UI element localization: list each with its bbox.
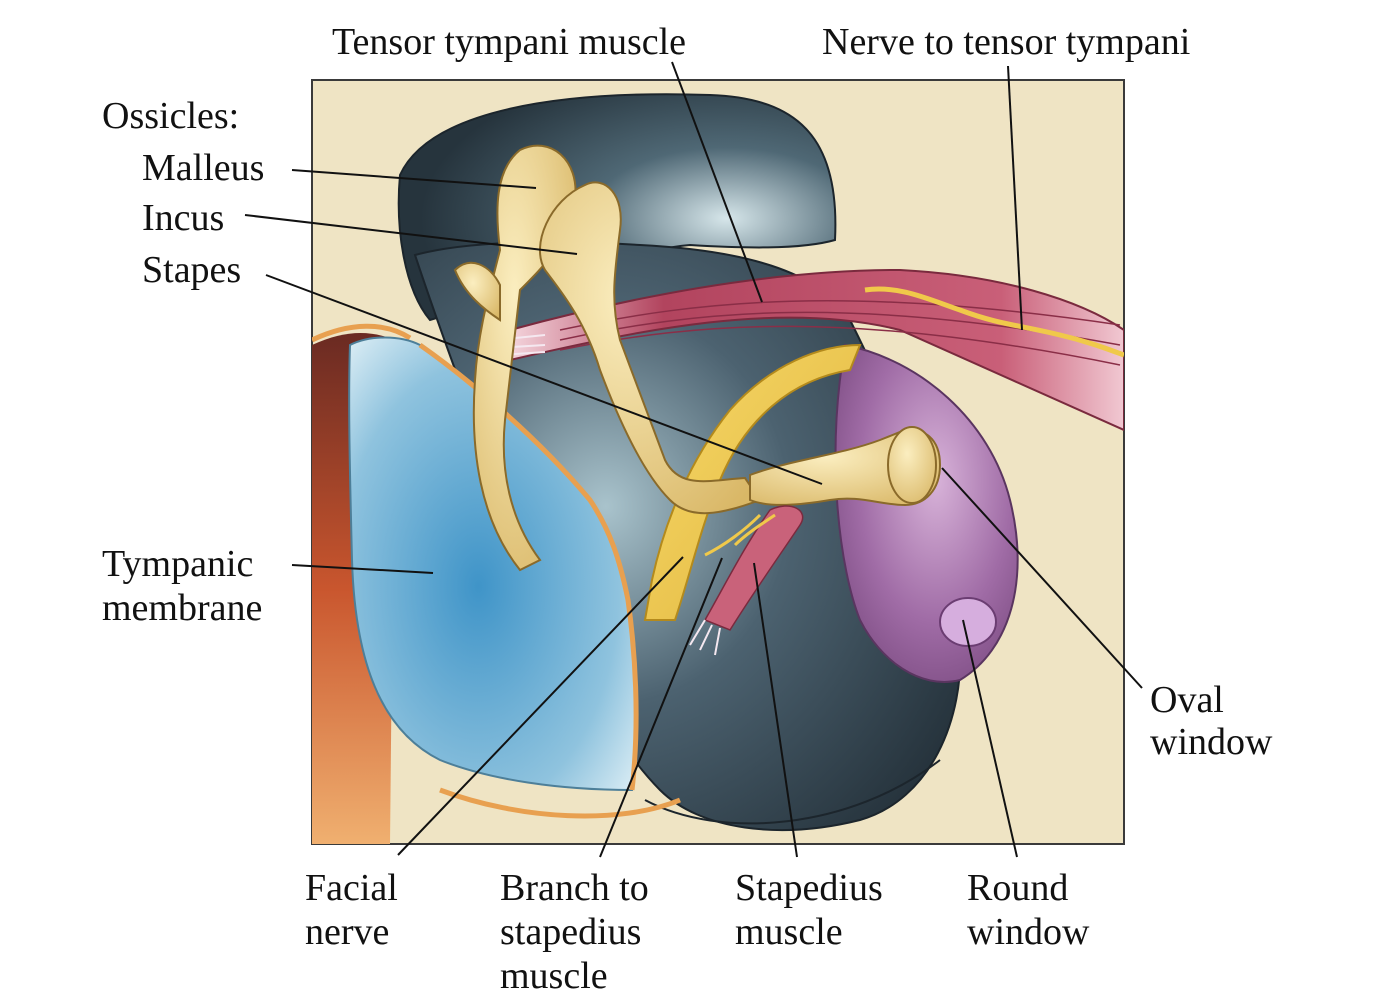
label-tympanic-membrane-line2: membrane <box>102 587 262 629</box>
leader-round-window <box>962 619 1018 858</box>
leader-tympanic-membrane <box>291 564 434 574</box>
malleus-process <box>453 261 501 322</box>
label-round-window: Round window <box>967 867 1090 953</box>
leader-stapes <box>265 274 823 485</box>
label-facial-nerve-line2: nerve <box>305 911 389 953</box>
label-branch-line3: muscle <box>500 955 608 997</box>
stapes-footplate <box>887 426 937 504</box>
leader-oval-window <box>941 467 1143 689</box>
label-nerve-to-tensor-tympani: Nerve to tensor tympani <box>822 21 1190 63</box>
label-oval-window: Oval window <box>1150 679 1273 763</box>
label-facial-nerve-line1: Facial <box>305 867 398 909</box>
label-oval-window-line2: window <box>1150 721 1273 763</box>
label-branch-to-stapedius: Branch to stapedius muscle <box>500 867 658 997</box>
leader-stapedius-muscle <box>753 562 798 858</box>
label-incus: Incus <box>142 197 224 239</box>
leader-incus <box>244 214 578 255</box>
stapedius-tendon <box>689 619 721 656</box>
label-branch-line2: stapedius <box>500 911 641 953</box>
label-ossicles-heading: Ossicles: <box>102 95 239 137</box>
nerve-to-tensor-tympani-shape <box>864 286 1124 358</box>
label-tympanic-membrane-line1: Tympanic <box>102 543 253 585</box>
stapedius-muscle-shape <box>703 505 804 631</box>
label-facial-nerve: Facial nerve <box>305 867 407 953</box>
leader-nerve-tensor <box>1007 65 1023 331</box>
label-tensor-tympani-muscle: Tensor tympani muscle <box>332 21 686 63</box>
label-stapedius-line1: Stapedius <box>735 867 883 909</box>
label-oval-window-line1: Oval <box>1150 679 1224 721</box>
leader-branch-stapedius <box>599 557 723 858</box>
label-stapes: Stapes <box>142 249 241 291</box>
label-stapedius-line2: muscle <box>735 911 843 953</box>
lower-rim <box>439 787 681 819</box>
leader-tensor-tympani <box>671 61 763 303</box>
tensor-tympani-muscle-shape <box>509 268 1124 432</box>
label-round-window-line2: window <box>967 911 1090 953</box>
label-branch-line1: Branch to <box>500 867 649 909</box>
label-round-window-line1: Round <box>967 867 1068 909</box>
label-malleus: Malleus <box>142 147 264 189</box>
label-stapedius-muscle: Stapedius muscle <box>735 867 892 953</box>
cavity-outline-lower <box>644 759 941 825</box>
label-tympanic-membrane: Tympanic membrane <box>102 543 263 629</box>
branch-to-stapedius-shape <box>704 513 776 557</box>
leader-facial-nerve <box>397 556 684 856</box>
leader-malleus <box>291 169 537 189</box>
ear-canal-rim <box>312 323 412 343</box>
